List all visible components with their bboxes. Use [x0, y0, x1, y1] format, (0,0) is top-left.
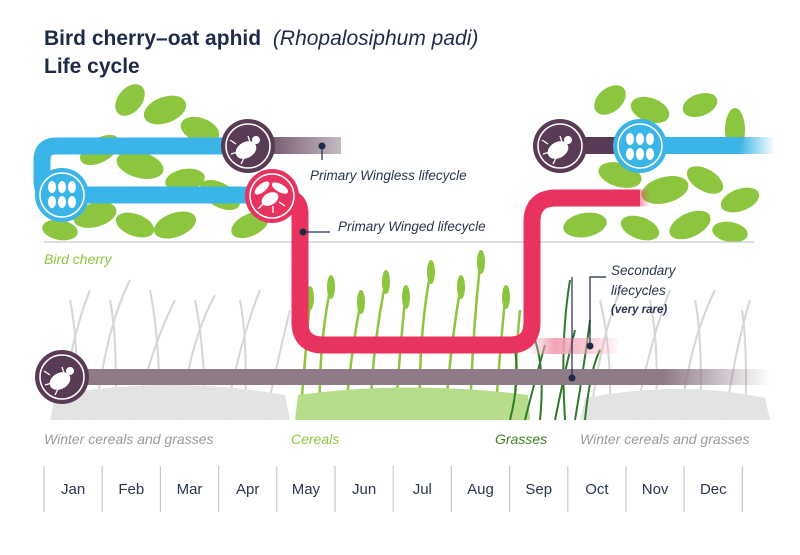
month-label-nov: Nov	[642, 481, 669, 498]
winter-aphid-line	[60, 369, 770, 385]
cereal-base	[295, 387, 530, 420]
wingless-aphid-icon-right	[533, 119, 587, 173]
month-label-mar: Mar	[177, 481, 203, 498]
secondary-lifecycle-line	[528, 338, 618, 354]
month-label-jun: Jun	[352, 481, 376, 498]
diagram-subtitle: Life cycle	[44, 55, 140, 78]
primary-winged-lifecycle-line	[272, 189, 640, 354]
egg-cluster-icon	[35, 168, 89, 222]
month-label-oct: Oct	[585, 481, 609, 498]
month-label-jul: Jul	[413, 481, 432, 498]
month-label-dec: Dec	[700, 481, 727, 498]
month-label-jan: Jan	[61, 481, 85, 498]
label-secondary-line2: lifecycles	[611, 283, 666, 298]
winged-line-fade	[600, 189, 650, 207]
month-label-apr: Apr	[236, 481, 259, 498]
zone-label-bird-cherry: Bird cherry	[44, 251, 113, 267]
wingless-aphid-icon-winter	[35, 350, 89, 404]
grey-grass-fill	[50, 385, 770, 420]
month-axis: Jan Feb Mar Apr May Jun Jul Aug Sep Oct Nov Dec	[43, 466, 744, 512]
zone-label-winter-right: Winter cereals and grasses	[580, 431, 750, 447]
diagram-title: Bird cherry–oat aphid (Rhopalosiphum pad…	[44, 27, 478, 50]
month-label-may: May	[292, 481, 321, 498]
month-label-sep: Sep	[525, 481, 552, 498]
wingless-aphid-icon	[221, 119, 275, 173]
bird-cherry-foliage-right	[563, 85, 760, 243]
label-secondary-line1: Secondary	[611, 263, 677, 278]
zone-label-winter-left: Winter cereals and grasses	[44, 431, 214, 447]
zone-label-cereals: Cereals	[291, 431, 339, 447]
winged-aphid-icon	[245, 169, 299, 223]
egg-cluster-icon-right	[613, 119, 667, 173]
label-secondary-note: (very rare)	[611, 304, 667, 316]
month-label-aug: Aug	[467, 481, 494, 498]
month-label-feb: Feb	[118, 481, 144, 498]
zone-label-grasses: Grasses	[495, 431, 547, 447]
label-primary-winged: Primary Winged lifecycle	[338, 219, 486, 234]
label-primary-wingless: Primary Wingless lifecycle	[310, 168, 467, 183]
secondary-pointer-line-1	[589, 276, 606, 346]
